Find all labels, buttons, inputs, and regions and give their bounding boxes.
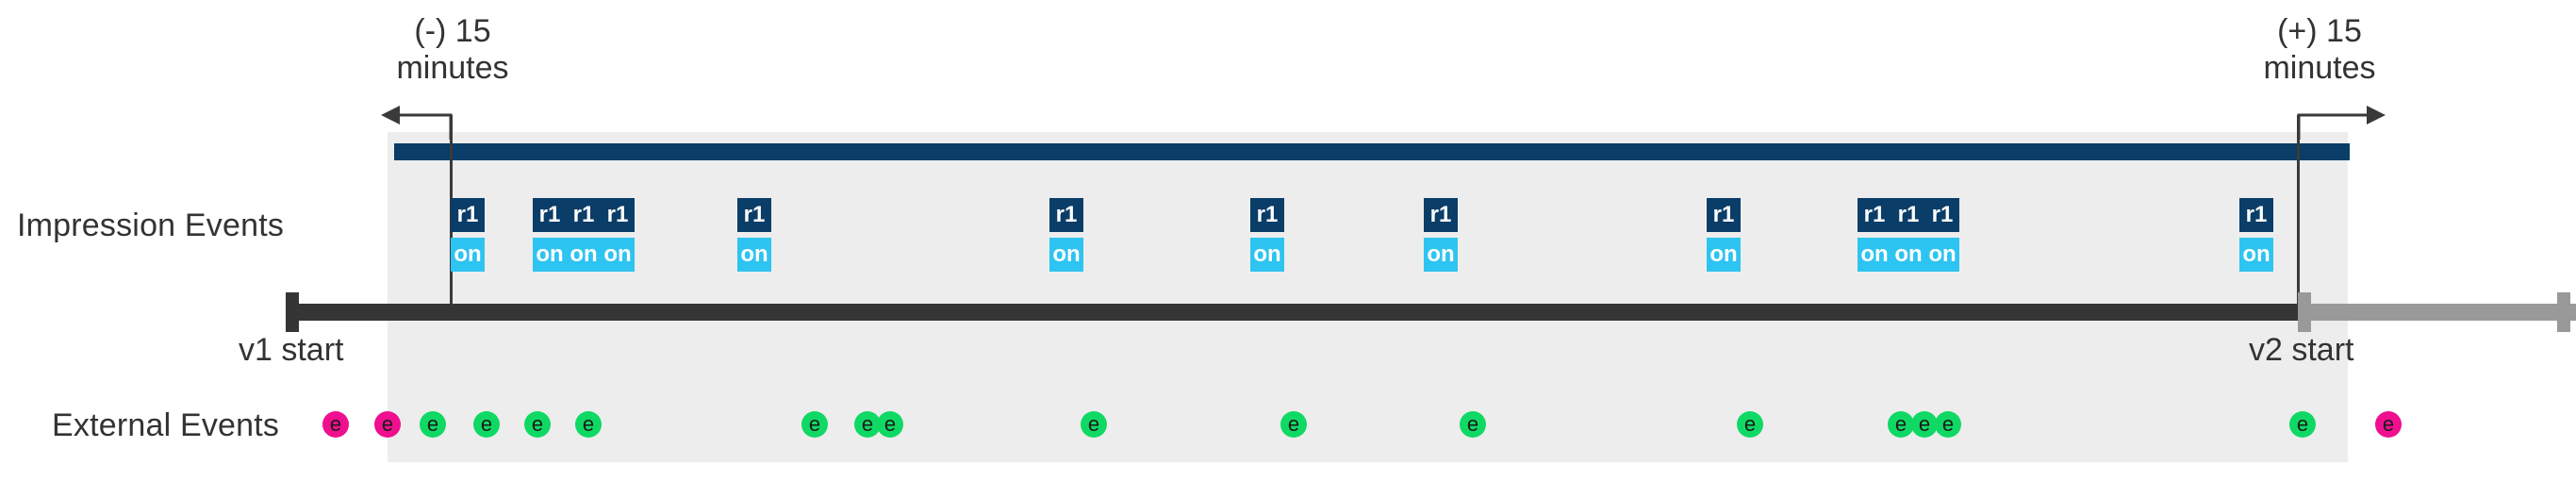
external-event-marker: e <box>877 411 903 438</box>
impression-request-box: r1 <box>567 198 601 232</box>
external-event-marker: e <box>854 411 881 438</box>
external-event-marker: e <box>473 411 500 438</box>
left-offset-note: (-) 15 minutes <box>311 13 594 87</box>
impression-request-box: r1 <box>1891 198 1925 232</box>
impression-events-label: Impression Events <box>17 207 285 243</box>
impression-request-box: r1 <box>601 198 635 232</box>
impression-request-box: r1 <box>533 198 567 232</box>
external-event-marker: e <box>1911 411 1938 438</box>
timeline-v2-end-cap <box>2557 292 2570 332</box>
right-offset-note-line1: (+) 15 <box>2277 13 2362 49</box>
impression-request-box: r1 <box>451 198 485 232</box>
left-offset-arrow-icon <box>381 106 453 140</box>
impression-request-box: r1 <box>1707 198 1741 232</box>
external-events-label: External Events <box>52 407 280 443</box>
v2-start-caption: v2 start <box>2249 332 2354 368</box>
external-event-marker: e <box>2375 411 2402 438</box>
left-offset-note-line2: minutes <box>396 50 509 86</box>
impression-request-box: r1 <box>1925 198 1959 232</box>
impression-state-box: on <box>567 238 601 272</box>
impression-request-box: r1 <box>2239 198 2273 232</box>
impression-state-box: on <box>533 238 567 272</box>
external-event-marker: e <box>1460 411 1486 438</box>
impression-state-box: on <box>1891 238 1925 272</box>
impression-request-box: r1 <box>737 198 771 232</box>
impression-state-box: on <box>451 238 485 272</box>
impression-request-box: r1 <box>1049 198 1083 232</box>
impression-state-box: on <box>1250 238 1284 272</box>
impression-state-box: on <box>601 238 635 272</box>
external-event-marker: e <box>1888 411 1914 438</box>
external-event-marker: e <box>1935 411 1961 438</box>
impression-state-box: on <box>737 238 771 272</box>
external-event-marker: e <box>2289 411 2316 438</box>
timeline-v1-segment <box>286 304 2298 321</box>
external-event-marker: e <box>1737 411 1763 438</box>
left-offset-note-line1: (-) 15 <box>414 13 491 49</box>
right-offset-note-line2: minutes <box>2263 50 2376 86</box>
impression-request-box: r1 <box>1250 198 1284 232</box>
v2-start-marker-line <box>2297 115 2300 321</box>
external-event-marker: e <box>524 411 551 438</box>
external-event-marker: e <box>420 411 446 438</box>
v1-start-caption: v1 start <box>239 332 344 368</box>
timeline-v2-segment <box>2298 304 2576 321</box>
impression-request-box: r1 <box>1424 198 1458 232</box>
external-event-marker: e <box>1081 411 1107 438</box>
external-event-marker: e <box>322 411 349 438</box>
impression-state-box: on <box>1925 238 1959 272</box>
external-event-marker: e <box>575 411 602 438</box>
impression-state-box: on <box>1707 238 1741 272</box>
external-event-marker: e <box>374 411 401 438</box>
timeline-v1-start-cap <box>286 292 299 332</box>
external-event-marker: e <box>1280 411 1307 438</box>
impression-state-box: on <box>2239 238 2273 272</box>
impression-request-box: r1 <box>1858 198 1891 232</box>
attribution-window-band <box>388 132 2348 462</box>
right-offset-note: (+) 15 minutes <box>2178 13 2461 87</box>
version-bar <box>394 143 2350 160</box>
impression-state-box: on <box>1049 238 1083 272</box>
impression-state-box: on <box>1424 238 1458 272</box>
impression-state-box: on <box>1858 238 1891 272</box>
external-event-marker: e <box>801 411 828 438</box>
timeline-v2-start-cap <box>2298 292 2311 332</box>
